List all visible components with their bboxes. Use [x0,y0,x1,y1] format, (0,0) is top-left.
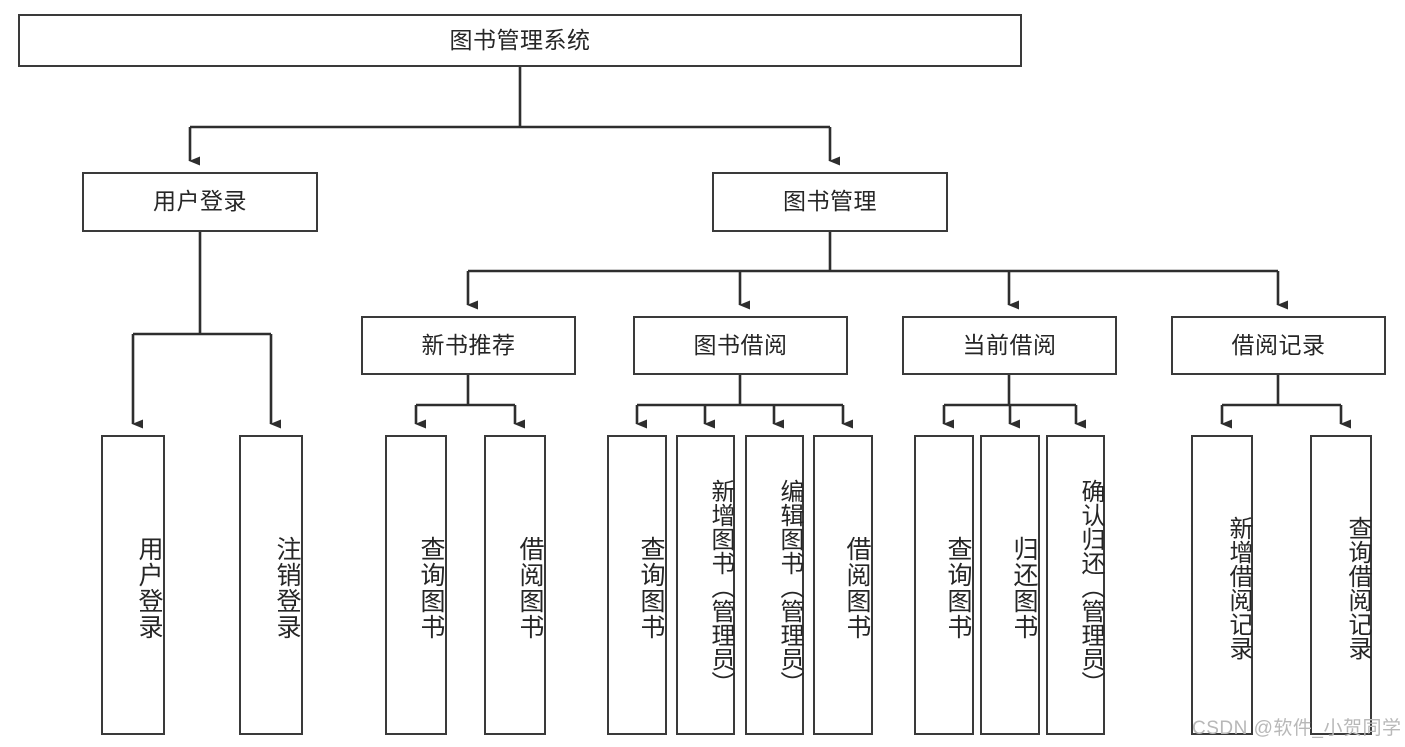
node-leaf-borrow-book-1[interactable]: 借阅图书 [484,435,546,735]
node-label: 借阅记录 [1231,331,1326,358]
node-label: 新增借阅记录 [1225,516,1252,660]
node-label: 图书管理系统 [449,26,591,53]
node-leaf-query-book-3[interactable]: 查询图书 [914,435,974,735]
node-label: 新书推荐 [421,331,516,358]
node-label: 借阅图书 [516,536,544,640]
node-label: 新增图书（管理员） [707,479,734,695]
node-label: 图书管理 [783,188,877,215]
node-current-borrow[interactable]: 当前借阅 [902,316,1117,375]
node-label: 归还图书 [1010,536,1038,640]
node-leaf-return-book[interactable]: 归还图书 [980,435,1040,735]
node-leaf-edit-book-admin[interactable]: 编辑图书（管理员） [745,435,804,735]
node-leaf-add-book-admin[interactable]: 新增图书（管理员） [676,435,735,735]
node-book-management[interactable]: 图书管理 [712,172,948,232]
node-leaf-borrow-book-2[interactable]: 借阅图书 [813,435,873,735]
node-leaf-logout-login[interactable]: 注销登录 [239,435,303,735]
node-borrow-record[interactable]: 借阅记录 [1171,316,1386,375]
node-leaf-user-login[interactable]: 用户登录 [101,435,165,735]
node-label: 用户登录 [135,536,163,640]
node-leaf-query-book-2[interactable]: 查询图书 [607,435,667,735]
node-label: 当前借阅 [962,331,1057,358]
node-label: 图书借阅 [693,331,788,358]
csdn-watermark: CSDN @软件_小贺同学 [1192,718,1402,739]
node-leaf-query-book-1[interactable]: 查询图书 [385,435,447,735]
node-label: 查询图书 [637,536,665,640]
node-leaf-add-borrow-record[interactable]: 新增借阅记录 [1191,435,1253,735]
node-leaf-confirm-return-admin[interactable]: 确认归还（管理员） [1046,435,1105,735]
node-label: 借阅图书 [843,536,871,640]
node-label: 查询借阅记录 [1344,516,1371,660]
node-label: 确认归还（管理员） [1077,479,1104,695]
node-label: 查询图书 [944,536,972,640]
node-leaf-query-borrow-record[interactable]: 查询借阅记录 [1310,435,1372,735]
node-label: 用户登录 [153,188,247,215]
node-label: 编辑图书（管理员） [776,479,803,695]
node-label: 注销登录 [273,536,301,640]
node-book-borrow[interactable]: 图书借阅 [633,316,848,375]
node-user-login[interactable]: 用户登录 [82,172,318,232]
node-new-book-recommend[interactable]: 新书推荐 [361,316,576,375]
node-label: 查询图书 [417,536,445,640]
node-root-book-management-system[interactable]: 图书管理系统 [18,14,1022,67]
